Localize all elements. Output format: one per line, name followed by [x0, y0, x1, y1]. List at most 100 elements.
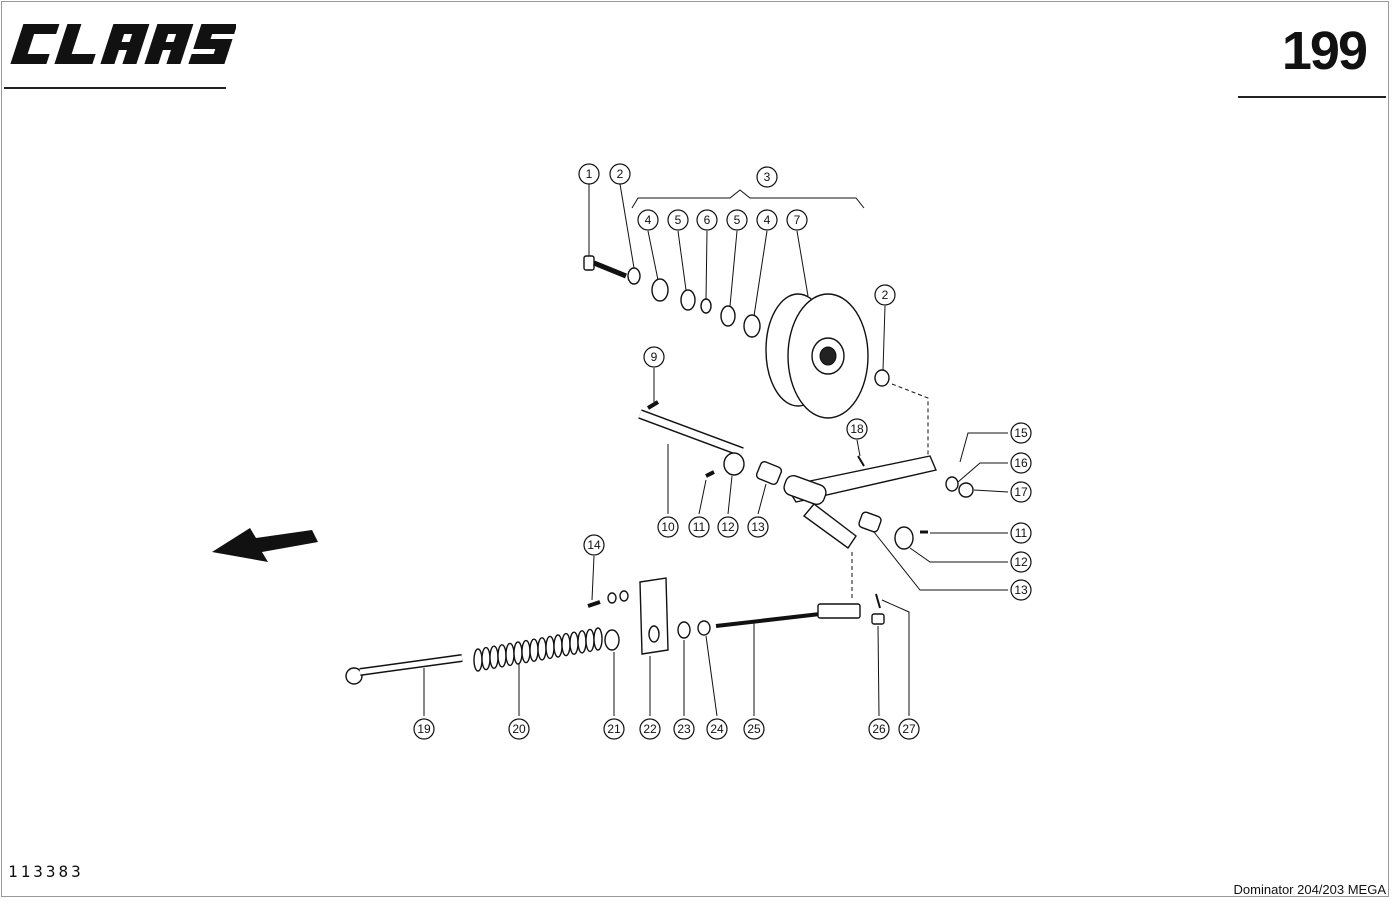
callout-label: 14: [587, 538, 601, 552]
page-number-underline: [1238, 96, 1386, 98]
part-nut-2: [874, 369, 890, 387]
part-bushing: [723, 452, 745, 476]
callout-label: 1: [586, 167, 593, 181]
part-grease-nipple: [646, 400, 660, 410]
callout-label: 5: [734, 213, 741, 227]
callout-label: 2: [617, 167, 624, 181]
callout-15: 15: [1010, 422, 1032, 444]
callout-16: 16: [1010, 452, 1032, 474]
callout-23: 23: [673, 718, 695, 740]
part-bearing-2: [743, 314, 761, 338]
spring-coil: [513, 641, 523, 665]
callout-11: 11: [1010, 522, 1032, 544]
part-snap-ring-2: [720, 305, 736, 327]
callout-label: 11: [693, 520, 706, 534]
callout-label: 25: [747, 722, 761, 736]
callout-label: 6: [704, 213, 711, 227]
callout-26: 26: [868, 718, 890, 740]
callout-4: 4: [756, 209, 778, 231]
callout-label: 17: [1014, 485, 1028, 499]
part-compression-spring: [473, 627, 603, 672]
part-washer: [945, 476, 959, 492]
callout-17: 17: [1010, 481, 1032, 503]
spring-coil: [529, 638, 539, 662]
part-bearing: [651, 278, 669, 302]
callout-label: 19: [417, 722, 431, 736]
part-snap-ring: [680, 289, 696, 311]
part-tension-rod: [715, 603, 861, 628]
callout-2: 2: [874, 284, 896, 306]
callout-label: 5: [675, 213, 682, 227]
spring-coil: [489, 645, 499, 669]
callout-label: 21: [607, 722, 621, 736]
claas-logo: [10, 24, 236, 64]
callout-label: 16: [1014, 456, 1028, 470]
part-sleeve: [755, 461, 783, 485]
part-shaft: [638, 409, 744, 457]
callout-14: 14: [583, 534, 605, 556]
part-spring-rod: [345, 654, 463, 685]
spring-coil: [537, 637, 547, 661]
callout-label: 7: [794, 213, 801, 227]
callout-label: 9: [651, 350, 658, 364]
spring-coil: [585, 628, 595, 653]
callout-4: 4: [637, 209, 659, 231]
callout-20: 20: [508, 718, 530, 740]
model-label: Dominator 204/203 MEGA: [1233, 882, 1386, 897]
callout-25: 25: [743, 718, 765, 740]
callout-27: 27: [898, 718, 920, 740]
spring-coil: [505, 642, 515, 667]
callout-label: 26: [872, 722, 886, 736]
callout-label: 27: [902, 722, 916, 736]
callout-label: 13: [1014, 583, 1028, 597]
part-spacer: [700, 298, 712, 314]
spring-coil: [473, 648, 483, 672]
spring-coil: [545, 635, 555, 660]
callout-6: 6: [696, 209, 718, 231]
callout-label: 23: [677, 722, 691, 736]
spring-coil: [569, 631, 579, 655]
callout-13: 13: [1010, 579, 1032, 601]
spring-coil: [497, 644, 507, 668]
part-nut: [627, 267, 641, 285]
spring-coil: [481, 646, 491, 671]
spring-coil: [593, 627, 603, 651]
callout-10: 10: [657, 516, 679, 538]
callout-label: 10: [661, 520, 675, 534]
callout-22: 22: [639, 718, 661, 740]
direction-arrow-icon: [212, 528, 318, 562]
spring-coil: [561, 632, 571, 657]
part-pulley: [765, 293, 869, 419]
page-number: 199: [1281, 21, 1368, 81]
drawing-number: 113383: [8, 862, 84, 881]
part-spring-cup: [604, 629, 620, 651]
callout-label: 3: [764, 170, 771, 184]
callout-11: 11: [688, 516, 710, 538]
callout-label: 15: [1014, 426, 1028, 440]
part-bracket-plate: [639, 577, 669, 655]
callout-1: 1: [578, 163, 600, 185]
callout-label: 4: [764, 213, 771, 227]
callout-18: 18: [846, 418, 868, 440]
callout-label: 20: [512, 722, 526, 736]
logo-underline: [4, 87, 226, 89]
callout-9: 9: [643, 346, 665, 368]
callout-12: 12: [1010, 551, 1032, 573]
callout-5: 5: [667, 209, 689, 231]
part-bolt: [583, 255, 627, 279]
callout-13: 13: [747, 516, 769, 538]
part-tension-arm: [783, 455, 937, 549]
callout-2: 2: [609, 163, 631, 185]
callout-label: 22: [643, 722, 657, 736]
callout-5: 5: [726, 209, 748, 231]
callout-19: 19: [413, 718, 435, 740]
callout-label: 12: [721, 520, 735, 534]
callout-12: 12: [717, 516, 739, 538]
callout-21: 21: [603, 718, 625, 740]
callout-label: 11: [1015, 526, 1028, 540]
callout-3: 3: [756, 166, 778, 188]
callout-label: 13: [751, 520, 765, 534]
callout-label: 24: [710, 722, 724, 736]
